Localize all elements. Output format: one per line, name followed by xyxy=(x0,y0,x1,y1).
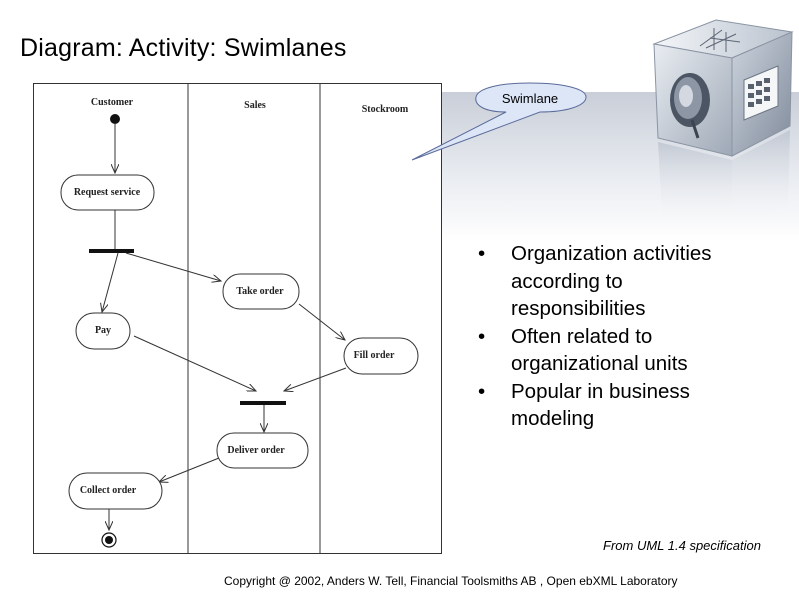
activity-take-order xyxy=(222,273,300,310)
activity-request-service xyxy=(60,174,155,211)
activity-pay xyxy=(75,312,131,350)
bullet-line: organizational units xyxy=(511,352,688,375)
activity-collect-order xyxy=(68,472,163,510)
join-bar xyxy=(240,401,286,405)
activity-label: Take order xyxy=(236,286,284,297)
activity-label: Collect order xyxy=(80,485,137,496)
bullet-glyph: • xyxy=(478,324,486,348)
bullet-line: Often related to xyxy=(511,324,653,348)
bullet-list: • Organization activities according to r… xyxy=(478,240,778,433)
bullet-line: modeling xyxy=(511,407,595,430)
activity-label: Request service xyxy=(74,187,141,198)
bullet-glyph: • xyxy=(478,379,486,403)
lane-header-sales: Sales xyxy=(244,100,266,111)
bullet-line: Popular in business xyxy=(511,379,690,403)
activity-label: Deliver order xyxy=(227,445,285,456)
bullet-line: responsibilities xyxy=(511,297,646,320)
decorative-cube-image xyxy=(652,19,794,230)
bullet-item: • Organization activities according to r… xyxy=(478,240,778,323)
initial-node xyxy=(110,114,120,124)
activity-label: Fill order xyxy=(354,350,395,361)
activity-diagram: Customer Sales Stockroom Request service… xyxy=(33,83,442,554)
activity-deliver-order xyxy=(216,432,309,469)
bullet-item: • Popular in business modeling xyxy=(478,378,778,433)
bullet-item: • Often related to organizational units xyxy=(478,323,778,378)
activity-fill-order xyxy=(343,337,419,375)
fork-bar xyxy=(89,249,134,253)
swimlane-callout-label: Swimlane xyxy=(501,90,559,106)
slide-title: Diagram: Activity: Swimlanes xyxy=(20,34,347,62)
bullet-line: according to xyxy=(511,269,623,293)
lane-header-customer: Customer xyxy=(91,97,134,108)
lane-header-stockroom: Stockroom xyxy=(362,104,409,115)
bullet-line: Organization activities xyxy=(511,242,712,265)
bullet-glyph: • xyxy=(478,242,486,265)
copyright-footer: Copyright @ 2002, Anders W. Tell, Financ… xyxy=(224,574,678,588)
source-note: From UML 1.4 specification xyxy=(603,538,761,553)
activity-label: Pay xyxy=(95,325,111,336)
activity-diagram-canvas: Customer Sales Stockroom Request service… xyxy=(60,84,419,553)
